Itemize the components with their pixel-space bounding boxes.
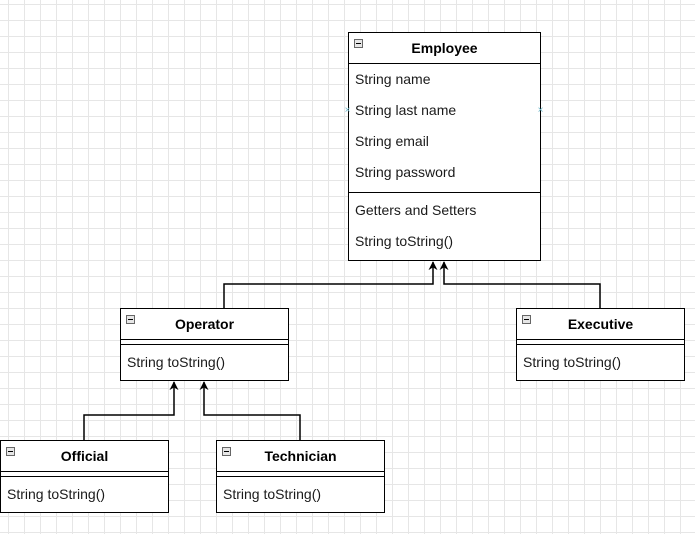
- class-name: Executive: [567, 316, 634, 332]
- collapse-icon[interactable]: [522, 315, 531, 324]
- class-operator[interactable]: Operator String toString(): [120, 308, 289, 381]
- collapse-icon[interactable]: [6, 447, 15, 456]
- operation-row: String toString(): [223, 486, 322, 502]
- class-technician[interactable]: Technician String toString(): [216, 440, 385, 513]
- operation-row: String toString(): [7, 486, 106, 502]
- class-operator-header[interactable]: Operator: [121, 309, 288, 340]
- connection-handle-icon[interactable]: ×: [537, 105, 544, 116]
- section-divider: [121, 344, 288, 345]
- operation-row: Getters and Setters: [355, 202, 477, 218]
- class-executive[interactable]: Executive String toString(): [516, 308, 685, 381]
- operation-row: String toString(): [523, 354, 622, 370]
- edge-executive-employee[interactable]: [439, 261, 601, 308]
- edge-technician-operator[interactable]: [199, 381, 301, 440]
- section-divider: [349, 192, 540, 193]
- operation-row: String toString(): [355, 233, 454, 249]
- edge-operator-employee[interactable]: [223, 261, 438, 308]
- class-official[interactable]: Official String toString(): [0, 440, 169, 513]
- attribute-row: String last name: [355, 102, 457, 118]
- class-employee-header[interactable]: Employee: [349, 33, 540, 64]
- collapse-icon[interactable]: [354, 39, 363, 48]
- class-executive-header[interactable]: Executive: [517, 309, 684, 340]
- attribute-row: String password: [355, 164, 456, 180]
- class-technician-header[interactable]: Technician: [217, 441, 384, 472]
- class-name: Operator: [174, 316, 235, 332]
- collapse-icon[interactable]: [222, 447, 231, 456]
- section-divider: [1, 476, 168, 477]
- connection-handle-icon[interactable]: ×: [344, 105, 351, 116]
- class-employee[interactable]: Employee String name String last name St…: [348, 32, 541, 261]
- collapse-icon[interactable]: [126, 315, 135, 324]
- class-name: Employee: [411, 40, 478, 56]
- edge-official-operator[interactable]: [83, 381, 179, 440]
- class-name: Official: [60, 448, 109, 464]
- operation-row: String toString(): [127, 354, 226, 370]
- class-name: Technician: [264, 448, 337, 464]
- section-divider: [517, 344, 684, 345]
- class-official-header[interactable]: Official: [1, 441, 168, 472]
- section-divider: [217, 476, 384, 477]
- attribute-row: String name: [355, 71, 431, 87]
- attribute-row: String email: [355, 133, 429, 149]
